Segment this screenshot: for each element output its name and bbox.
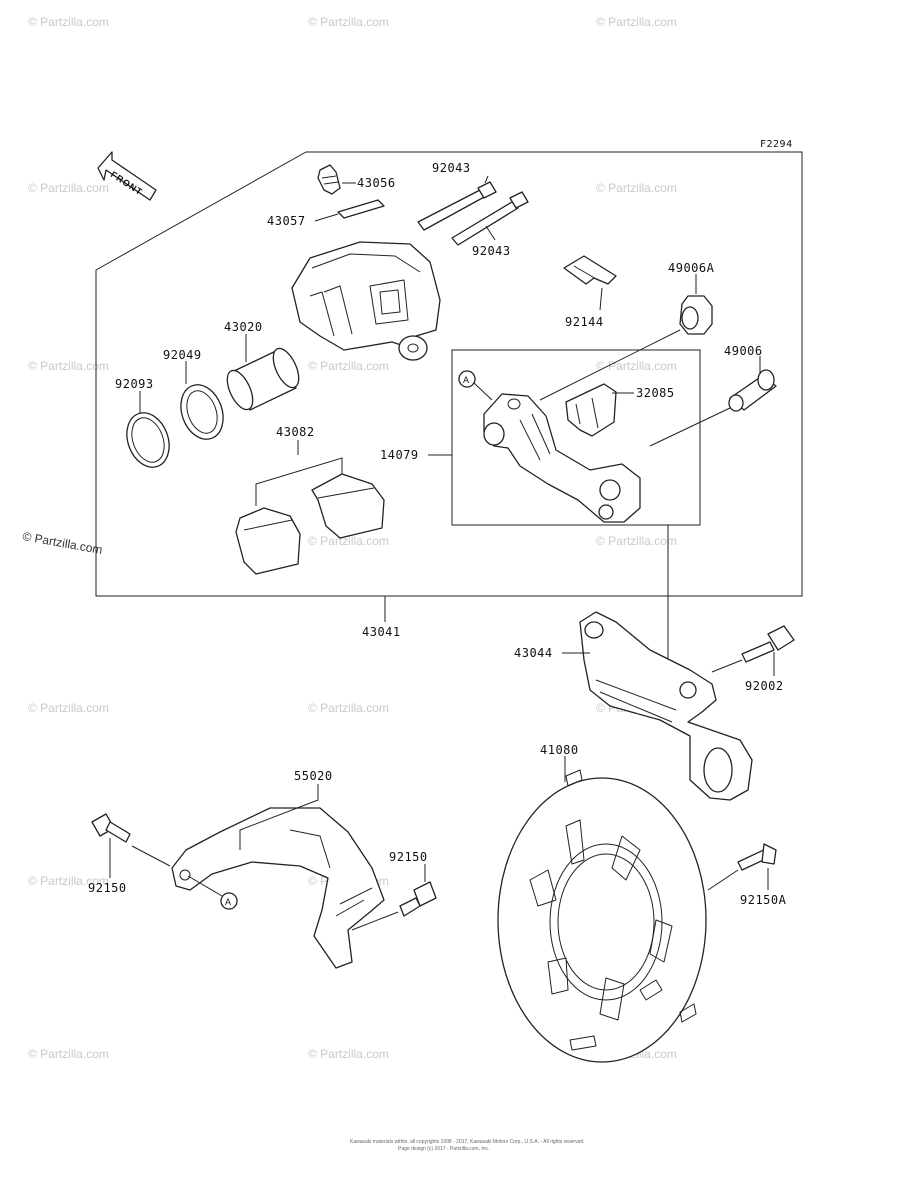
dust-seal-part — [126, 391, 170, 468]
ref-marker-a-top: A — [458, 370, 493, 401]
label-55020: 55020 — [294, 769, 333, 783]
pad-insulator-part — [565, 383, 634, 437]
label-92150-right: 92150 — [389, 850, 428, 864]
watermark: © Partzilla.com — [28, 701, 109, 715]
watermark: © Partzilla.com — [596, 181, 677, 195]
watermark: © Partzilla.com — [308, 534, 389, 548]
watermark: © Partzilla.com — [28, 359, 109, 373]
sleeve-part — [649, 356, 777, 447]
bolt-92002-part — [711, 625, 795, 676]
piston-part — [226, 334, 300, 411]
boot-part — [539, 274, 713, 401]
label-49006A: 49006A — [668, 261, 715, 275]
watermark: © Partzilla.com — [308, 359, 389, 373]
label-43082: 43082 — [276, 425, 315, 439]
bleed-valve-part — [317, 164, 356, 195]
piston-seal-part — [180, 361, 224, 440]
diagram-code: F2294 — [760, 139, 793, 150]
label-92093: 92093 — [115, 377, 154, 391]
copyright-line-1: Kawasaki materials within, all copyright… — [350, 1139, 585, 1145]
svg-text:A: A — [463, 375, 469, 385]
watermark-prominent: © Partzilla.com — [21, 529, 103, 557]
label-92150A: 92150A — [740, 893, 787, 907]
label-43044: 43044 — [514, 646, 553, 660]
label-43057: 43057 — [267, 214, 306, 228]
brake-disc-part — [497, 756, 707, 1063]
watermark: © Partzilla.com — [28, 1047, 109, 1061]
caliper-pin-part — [417, 175, 529, 246]
brake-pads-part — [235, 440, 385, 575]
watermark: © Partzilla.com — [308, 701, 389, 715]
caliper-body-part — [291, 241, 441, 361]
svg-text:A: A — [225, 897, 231, 907]
watermark: © Partzilla.com — [596, 359, 677, 373]
label-92049: 92049 — [163, 348, 202, 362]
label-92144: 92144 — [565, 315, 604, 329]
bleed-cap-part — [314, 199, 385, 222]
label-92002: 92002 — [745, 679, 784, 693]
pad-spring-part — [563, 255, 617, 311]
watermark: © Partzilla.com — [28, 181, 109, 195]
label-43056: 43056 — [357, 176, 396, 190]
caliper-bracket-part — [562, 611, 753, 801]
label-92043-top: 92043 — [432, 161, 471, 175]
watermark: © Partzilla.com — [596, 534, 677, 548]
watermark: © Partzilla.com — [28, 874, 109, 888]
label-14079: 14079 — [380, 448, 419, 462]
copyright-line-2: Page design (c) 2017 - Partzilla.com, In… — [398, 1146, 489, 1152]
watermark: © Partzilla.com — [308, 1047, 389, 1061]
caliper-assembly-outline — [95, 151, 803, 597]
label-32085: 32085 — [636, 386, 675, 400]
ref-marker-a-bottom: A — [187, 875, 238, 910]
disc-guard-part — [171, 784, 385, 969]
label-49006: 49006 — [724, 344, 763, 358]
holder-subassembly-outline — [451, 349, 701, 526]
label-92150-left: 92150 — [88, 881, 127, 895]
label-43020: 43020 — [224, 320, 263, 334]
caliper-holder-part — [428, 393, 641, 523]
bolt-92150A-part — [707, 843, 777, 891]
watermark: © Partzilla.com — [596, 15, 677, 29]
bolt-92150-right-part — [351, 864, 437, 931]
label-41080: 41080 — [540, 743, 579, 757]
label-43041: 43041 — [362, 625, 401, 639]
watermark: © Partzilla.com — [28, 15, 109, 29]
bolt-92150-left-part — [91, 813, 171, 878]
watermark: © Partzilla.com — [308, 15, 389, 29]
label-92043-bottom: 92043 — [472, 244, 511, 258]
